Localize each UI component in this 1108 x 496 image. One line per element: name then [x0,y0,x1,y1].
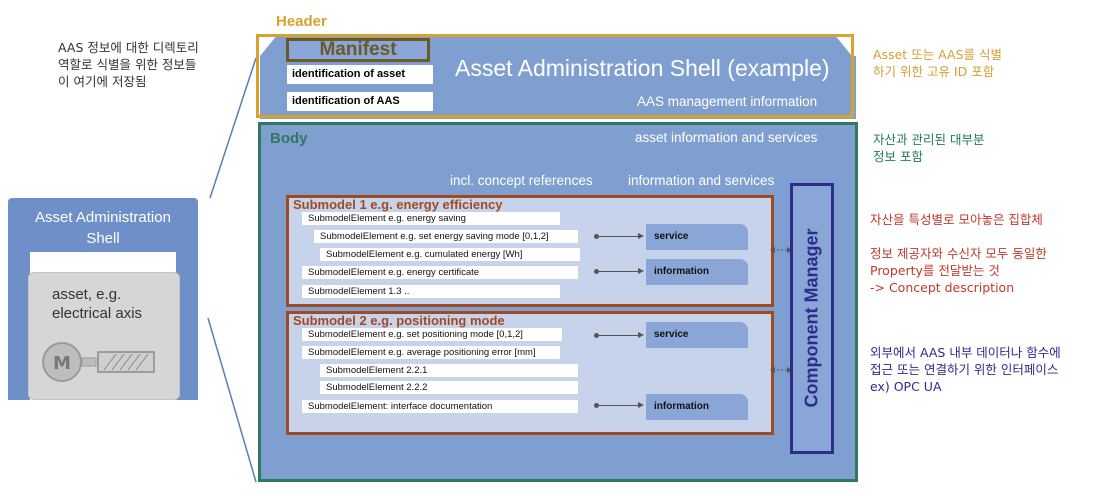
double-arrow-1-right [787,247,792,253]
submodel-element: SubmodelElement e.g. cumulated energy [W… [320,248,580,261]
connector-line-bottom [207,317,257,483]
submodel-note-line: Property를 전달받는 것 [870,263,1000,278]
concept-references: incl. concept references [450,173,593,188]
left-note-line: AAS 정보에 대한 디렉토리 [58,40,199,55]
information-tab: information [646,259,748,285]
header-label: Header [276,13,327,30]
id-aas-box: identification of AAS [287,92,433,111]
header-note: Asset 또는 AAS를 식별 하기 위한 고유 ID 포함 [873,46,1002,80]
asset-shell-left [8,250,30,400]
submodel1-title: Submodel 1 e.g. energy efficiency [293,197,503,212]
body-note-line: 정보 포함 [873,149,923,164]
arrow-line [598,405,638,406]
submodel2-frame [286,311,774,435]
service-tab: service [646,322,748,348]
arrow-head [638,268,644,274]
asset-shell-right [176,250,198,400]
double-arrows [770,247,792,373]
cm-note-line: ex) OPC UA [870,379,942,394]
aas-management-info: AAS management information [637,94,818,109]
left-note-line: 이 여기에 저장됨 [58,74,147,89]
submodel-note-line: 정보 제공자와 수신자 모두 동일한 [870,246,1047,261]
header-note-line: Asset 또는 AAS를 식별 [873,47,1002,62]
body-note-line: 자산과 관리된 대부분 [873,132,985,147]
submodel-note: 자산을 특성별로 모아놓은 집합체 정보 제공자와 수신자 모두 동일한 Pro… [870,211,1047,296]
submodel-element: SubmodelElement e.g. energy saving [302,212,560,225]
arrow-head [638,332,644,338]
submodel-element: SubmodelElement e.g. average positioning… [302,346,560,359]
id-asset-box: identification of asset [287,65,433,84]
submodel-element: SubmodelElement 2.2.2 [320,381,578,394]
arrow-dot [594,234,599,239]
arrow-dot [594,269,599,274]
asset-title: Asset Administration Shell [8,207,198,249]
submodel-element: SubmodelElement e.g. energy certificate [302,266,578,279]
motor-letter: M [53,353,71,374]
submodel-note-line: -> Concept description [870,280,1015,295]
cm-note-line: 외부에서 AAS 내부 데이터나 함수에 [870,345,1061,360]
body-label: Body [270,130,308,147]
component-manager-label: Component Manager [801,228,822,408]
motor-icon: M [42,342,155,382]
arrow-line [598,271,638,272]
aas-title: Asset Administration Shell (example) [455,55,830,81]
submodel-note-line: 자산을 특성별로 모아놓은 집합체 [870,212,1043,227]
component-manager-frame [790,183,834,454]
asset-label-line: electrical axis [52,305,143,322]
asset-title-line: Shell [86,230,120,247]
double-arrow-2-right [787,367,792,373]
header-corner-cut [256,34,856,56]
asset-label: asset, e.g. electrical axis [52,285,142,323]
left-note: AAS 정보에 대한 디렉토리 역할로 식별을 위한 정보들 이 여기에 저장됨 [58,39,199,90]
cm-note-line: 접근 또는 연결하기 위한 인터페이스 [870,362,1059,377]
asset-title-line: Asset Administration [35,209,171,226]
double-arrow-2-left [770,367,775,373]
header-note-line: 하기 위한 고유 ID 포함 [873,64,995,79]
submodel-element: SubmodelElement e.g. set energy saving m… [314,230,578,243]
asset-label-line: asset, e.g. [52,286,122,303]
submodel-note-spacer [870,228,1047,245]
arrow-line [598,335,638,336]
connector-line-top [209,57,257,199]
submodel-element: SubmodelElement: interface documentation [302,400,578,413]
submodel-element: SubmodelElement 2.2.1 [320,364,578,377]
submodel-element: SubmodelElement e.g. set positioning mod… [302,328,562,341]
arrow-line [598,236,638,237]
information-tab: information [646,394,748,420]
arrow-dot [594,403,599,408]
information-and-services: information and services [628,173,775,188]
component-manager-note: 외부에서 AAS 내부 데이터나 함수에 접근 또는 연결하기 위한 인터페이스… [870,344,1061,395]
submodel2-title: Submodel 2 e.g. positioning mode [293,313,505,328]
left-note-line: 역할로 식별을 위한 정보들 [58,57,197,72]
arrow-dot [594,333,599,338]
submodel-element: SubmodelElement 1.3 .. [302,285,560,298]
arrow-head [638,402,644,408]
service-tab: service [646,224,748,250]
arrow-head [638,233,644,239]
manifest-box: Manifest [286,38,430,62]
asset-box [28,272,180,400]
body-frame [258,122,858,482]
body-note: 자산과 관리된 대부분 정보 포함 [873,131,984,165]
header-frame [256,34,854,118]
asset-info-services: asset information and services [635,130,818,145]
double-arrow-1-left [770,247,775,253]
